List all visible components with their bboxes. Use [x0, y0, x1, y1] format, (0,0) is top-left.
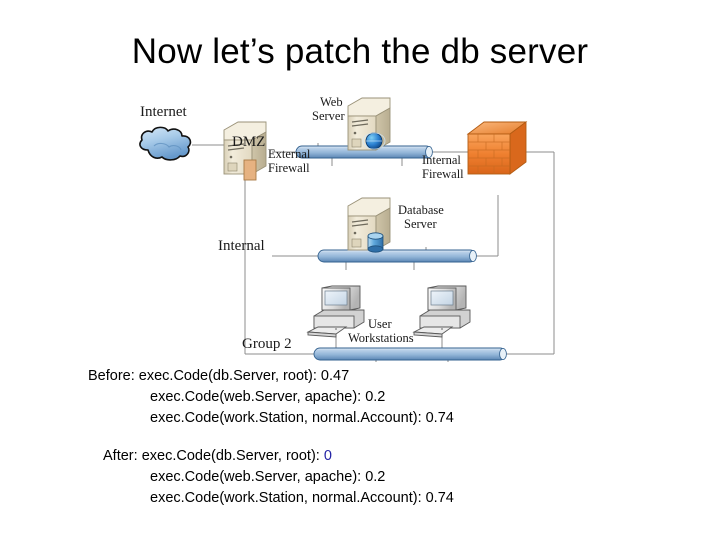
dmz-segment-label: DMZ — [232, 134, 265, 150]
external-firewall-icon — [223, 121, 267, 181]
workstation-icon — [306, 285, 365, 338]
internal-bus-bar — [317, 249, 477, 263]
database-server-label-line1: Database — [398, 203, 444, 217]
web-server-label-line2: Server — [312, 109, 345, 123]
external-firewall-label-line2: Firewall — [268, 161, 310, 175]
user-workstations-label-line1: User — [368, 317, 392, 331]
brick-firewall-icon — [466, 121, 528, 175]
after-heading: After: — [103, 448, 138, 464]
after-line-1: After: exec.Code(db.Server, root): 0 — [103, 446, 454, 467]
web-server-label-line1: Web — [320, 95, 343, 109]
internet-label: Internet — [140, 104, 187, 120]
after-db-value: 0 — [323, 448, 332, 464]
before-heading: Before: — [88, 368, 135, 384]
after-results-block: After: exec.Code(db.Server, root): 0 exe… — [103, 446, 454, 509]
group2-segment-label: Group 2 — [242, 336, 292, 352]
before-line-3: exec.Code(work.Station, normal.Account):… — [150, 410, 454, 426]
before-line-1: Before: exec.Code(db.Server, root): 0.47 — [88, 366, 454, 387]
after-line-2: exec.Code(web.Server, apache): 0.2 — [150, 469, 386, 485]
internal-firewall-label-line2: Firewall — [422, 167, 464, 181]
workstation-icon — [412, 285, 471, 338]
database-server-label-line2: Server — [404, 217, 437, 231]
after-line-3: exec.Code(work.Station, normal.Account):… — [150, 490, 454, 506]
page-title: Now let’s patch the db server — [131, 32, 589, 71]
before-results-block: Before: exec.Code(db.Server, root): 0.47… — [88, 366, 454, 429]
user-workstations-label-line2: Workstations — [348, 331, 414, 345]
before-value-db: exec.Code(db.Server, root): 0.47 — [138, 368, 350, 384]
web-server-icon — [347, 97, 391, 151]
group2-bus-bar — [313, 347, 507, 361]
internal-firewall-label-line1: Internal — [422, 153, 461, 167]
before-line-2: exec.Code(web.Server, apache): 0.2 — [150, 389, 386, 405]
external-firewall-label-line1: External — [268, 147, 311, 161]
network-diagram: Internet External Firewall Web Server In… — [132, 90, 588, 362]
after-db-prefix: exec.Code(db.Server, root): — [141, 448, 324, 464]
internal-segment-label: Internal — [218, 238, 265, 254]
database-server-icon — [347, 197, 391, 253]
cloud-icon — [139, 126, 192, 161]
